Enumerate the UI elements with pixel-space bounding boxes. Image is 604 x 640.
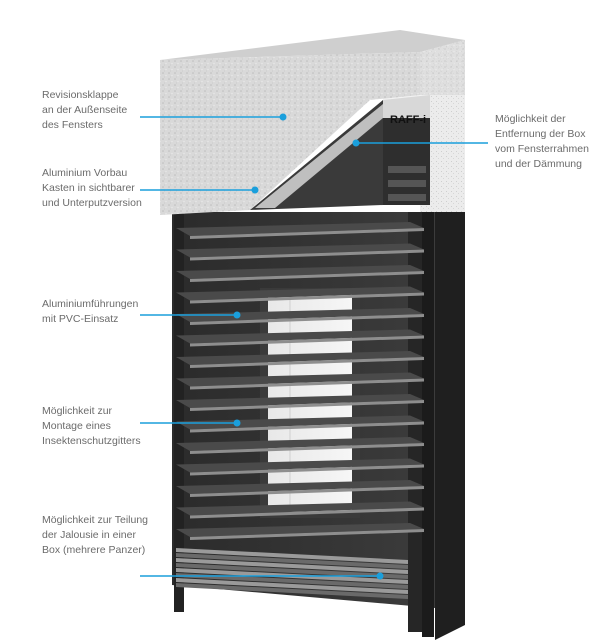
callout-lines — [140, 113, 488, 580]
callout-dot — [352, 139, 360, 147]
blind-slat — [176, 265, 424, 282]
packed-slat — [176, 548, 408, 564]
packed-slat — [176, 553, 408, 569]
blind-slat — [176, 394, 424, 411]
packed-slat — [176, 583, 408, 599]
brand-plate-text: RAFF-i — [390, 114, 426, 126]
callout-dot — [376, 572, 384, 580]
blind-slat — [176, 458, 424, 476]
blind-slat — [176, 351, 424, 368]
blind-slat — [176, 437, 424, 454]
blind-slat — [176, 222, 424, 239]
blind-slat — [176, 329, 424, 347]
blind-slat — [176, 523, 424, 540]
aluminium-box — [250, 95, 430, 210]
blind-slat — [176, 501, 424, 519]
callout-dot — [233, 311, 241, 319]
callout-dot — [251, 186, 259, 194]
packed-slat — [176, 578, 408, 594]
blind-slat — [176, 308, 424, 325]
blind-slat — [176, 243, 424, 261]
packed-slat — [176, 563, 408, 579]
packed-slat — [176, 558, 408, 574]
blind-slats — [176, 222, 424, 540]
blind-slat — [176, 480, 424, 497]
callout-dot — [279, 113, 287, 121]
packed-slat — [176, 573, 408, 589]
blind-slat — [176, 372, 424, 390]
plaster-box — [160, 30, 465, 215]
slat-pack — [176, 548, 408, 599]
callout-dot — [233, 419, 241, 427]
blind-slat — [176, 286, 424, 304]
